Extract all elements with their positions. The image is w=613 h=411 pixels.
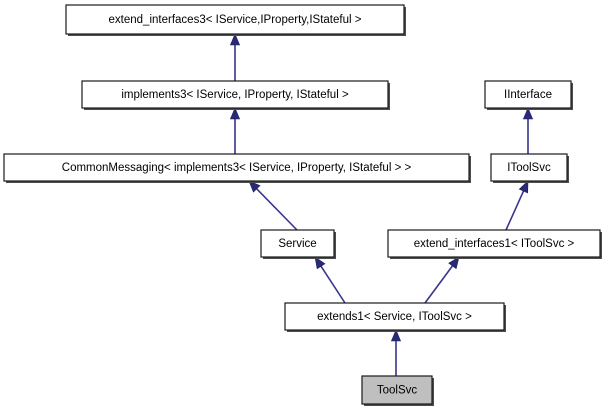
node-label-toolsvc: ToolSvc: [377, 385, 418, 397]
inheritance-edge-extend_interfaces1-to-itoolsvc: [505, 180, 529, 231]
inheritance-edge-toolsvc-to-extends1: [390, 329, 402, 376]
inheritance-arrowhead: [522, 107, 534, 120]
node-label-implements3: implements3< IService, IProperty, IState…: [121, 89, 349, 101]
node-box[interactable]: [361, 375, 433, 405]
inheritance-arrowhead: [448, 256, 460, 270]
node-label-itoolsvc: IToolSvc: [507, 162, 551, 174]
node-box[interactable]: [3, 153, 470, 182]
inheritance-edge-extends1-to-extend_interfaces1: [424, 256, 460, 304]
node-service[interactable]: Service: [260, 229, 336, 259]
inheritance-edge-itoolsvc-to-iinterface: [522, 107, 534, 154]
node-extend_interfaces1[interactable]: extend_interfaces1< IToolSvc >: [387, 229, 602, 259]
node-label-extends1: extends1< Service, IToolSvc >: [317, 311, 472, 323]
inheritance-edge-common_messaging-to-implements3: [229, 107, 241, 154]
node-box[interactable]: [260, 229, 335, 258]
node-box[interactable]: [484, 80, 572, 109]
edge-line: [505, 190, 525, 231]
node-toolsvc[interactable]: ToolSvc: [361, 375, 434, 406]
node-implements3[interactable]: implements3< IService, IProperty, IState…: [81, 80, 390, 110]
node-box[interactable]: [65, 4, 405, 35]
inheritance-edge-extends1-to-service: [314, 256, 346, 304]
edge-layer: [229, 33, 534, 376]
inheritance-arrowhead: [248, 180, 261, 193]
node-label-iinterface: IInterface: [504, 89, 552, 101]
node-layer: extend_interfaces3< IService,IProperty,I…: [3, 4, 602, 406]
node-label-common_messaging: CommonMessaging< implements3< IService, …: [62, 162, 412, 174]
inheritance-arrowhead: [390, 329, 402, 342]
inheritance-arrowhead: [229, 107, 241, 120]
node-box[interactable]: [284, 302, 505, 331]
edge-line: [424, 265, 454, 304]
edge-line: [320, 265, 346, 304]
node-box[interactable]: [490, 153, 568, 182]
node-box[interactable]: [387, 229, 601, 258]
node-extend_interfaces3[interactable]: extend_interfaces3< IService,IProperty,I…: [65, 4, 406, 36]
inheritance-arrowhead: [518, 180, 529, 194]
inheritance-edge-implements3-to-extend_interfaces3: [229, 33, 241, 81]
node-label-service: Service: [278, 238, 316, 250]
edge-line: [256, 188, 298, 231]
node-extends1[interactable]: extends1< Service, IToolSvc >: [284, 302, 506, 332]
node-itoolsvc[interactable]: IToolSvc: [490, 153, 569, 183]
inheritance-arrowhead: [314, 256, 326, 270]
node-label-extend_interfaces1: extend_interfaces1< IToolSvc >: [414, 238, 575, 250]
inheritance-arrowhead: [229, 33, 241, 46]
inheritance-edge-service-to-common_messaging: [248, 180, 298, 231]
node-common_messaging[interactable]: CommonMessaging< implements3< IService, …: [3, 153, 471, 183]
node-box[interactable]: [81, 80, 389, 109]
node-label-extend_interfaces3: extend_interfaces3< IService,IProperty,I…: [109, 14, 362, 26]
node-iinterface[interactable]: IInterface: [484, 80, 573, 110]
